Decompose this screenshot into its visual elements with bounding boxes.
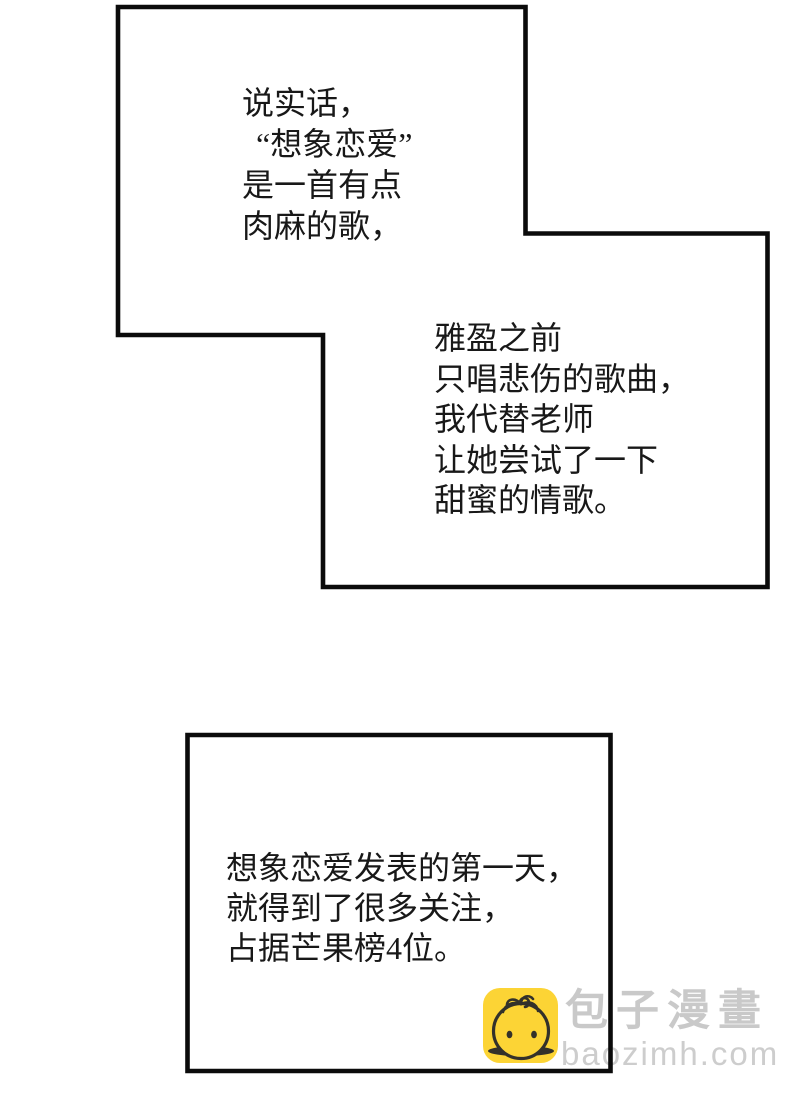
watermark-brand-text: 包子漫畫: [565, 987, 769, 1035]
narration-line: 说实话，: [242, 85, 371, 121]
narration-line: 占据芒果榜4位。: [226, 930, 467, 966]
narration-line: 肉麻的歌，: [242, 208, 403, 244]
narration-line: 让她尝试了一下: [434, 441, 659, 478]
baozi-pleat-line: [501, 1001, 523, 1014]
baozi-left-eye: [506, 1030, 513, 1039]
baozi-right-eye: [531, 1030, 537, 1039]
narration-line: 只唱悲伤的歌曲，: [434, 360, 691, 397]
narration-balloon-b: 雅盈之前 只唱悲伤的歌曲， 我代替老师 让她尝试了一下 甜蜜的情歌。: [434, 318, 690, 521]
narration-line: 就得到了很多关注，: [226, 890, 515, 926]
baozi-pleat-swirl: [518, 996, 531, 1009]
narration-line: 想象恋爱发表的第一天，: [226, 850, 579, 886]
watermark-domain-text: baozimh.com: [561, 1035, 780, 1072]
narration-balloon-a: 说实话， “想象恋爱” 是一首有点 肉麻的歌，: [242, 83, 412, 247]
narration-line: 甜蜜的情歌。: [434, 482, 627, 518]
baozi-bun-shape: [491, 1001, 551, 1061]
narration-balloon-c: 想象恋爱发表的第一天， 就得到了很多关注， 占据芒果榜4位。: [226, 848, 578, 968]
baozi-pleat-line: [519, 1001, 540, 1013]
baozi-pleat-line: [505, 998, 523, 1007]
narration-line: 我代替老师: [434, 401, 595, 437]
narration-line: “想象恋爱”: [256, 126, 413, 162]
narration-line: 雅盈之前: [434, 320, 563, 356]
narration-line: 是一首有点: [242, 167, 403, 203]
baozi-base-shape: [488, 1045, 554, 1057]
baozi-mascot-icon: [483, 988, 558, 1063]
baozi-pleat-line: [519, 994, 535, 1006]
watermark-icon-background: [483, 988, 558, 1063]
